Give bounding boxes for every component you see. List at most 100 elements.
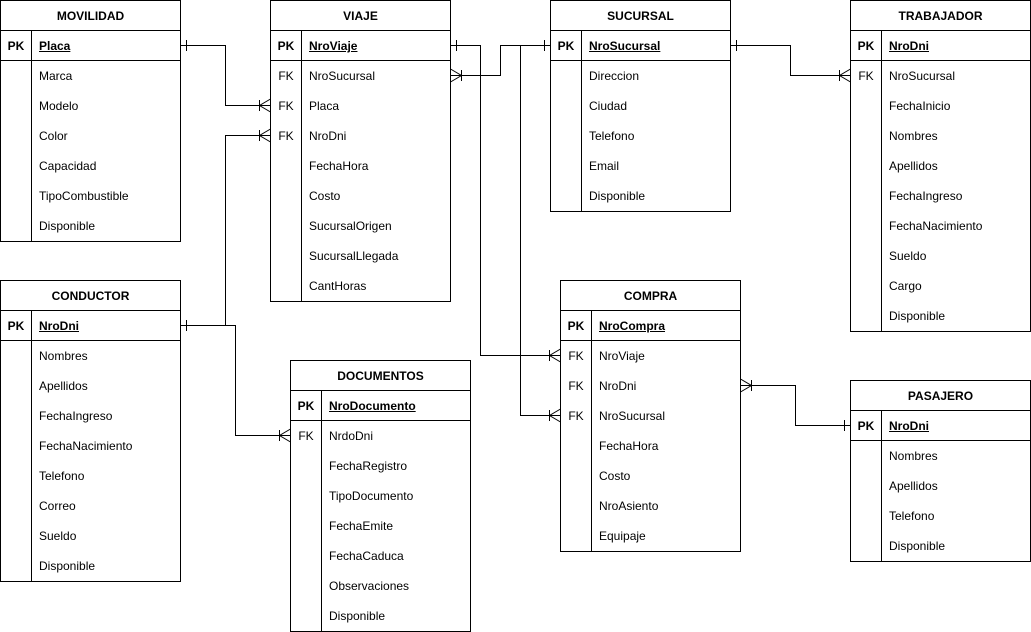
link-conductor-documentos	[225, 325, 291, 443]
attribute-row[interactable]: Correo	[1, 491, 180, 521]
attribute-row[interactable]: NroAsiento	[561, 491, 740, 521]
attribute-row[interactable]: Sueldo	[1, 521, 180, 551]
field-name: Costo	[309, 189, 341, 203]
field-name: Color	[39, 129, 68, 143]
attribute-row[interactable]: SucursalLlegada	[271, 241, 450, 271]
attribute-row[interactable]: Disponible	[1, 211, 180, 241]
attribute-row[interactable]: Sueldo	[851, 241, 1030, 271]
attribute-row[interactable]: Apellidos	[851, 471, 1030, 501]
attribute-row[interactable]: Capacidad	[1, 151, 180, 181]
key-label: PK	[557, 39, 575, 53]
attribute-row[interactable]: Marca	[1, 61, 180, 91]
field-name: NroDocumento	[329, 399, 416, 413]
attribute-row[interactable]: FechaHora	[561, 431, 740, 461]
field-name: Observaciones	[329, 579, 410, 593]
attribute-row[interactable]: Direccion	[551, 61, 730, 91]
attribute-row[interactable]: FechaEmite	[291, 511, 470, 541]
attribute-row[interactable]: Disponible	[291, 601, 470, 631]
field-name: Direccion	[589, 69, 640, 83]
attribute-row[interactable]: Nombres	[1, 341, 180, 371]
attribute-row[interactable]: FechaHora	[271, 151, 450, 181]
attribute-row[interactable]: Costo	[561, 461, 740, 491]
attribute-row[interactable]: CantHoras	[271, 271, 450, 301]
primary-key-row[interactable]: PK NroDocumento	[291, 391, 470, 421]
attribute-row[interactable]: Nombres	[851, 441, 1030, 471]
attribute-row[interactable]: FechaNacimiento	[851, 211, 1030, 241]
attribute-row[interactable]: Ciudad	[551, 91, 730, 121]
field-name: Correo	[39, 499, 76, 513]
field-name: Cargo	[889, 279, 922, 293]
field-name: SucursalLlegada	[309, 249, 399, 263]
field-name: Disponible	[39, 559, 96, 573]
attribute-row[interactable]: Disponible	[1, 551, 180, 581]
attribute-row[interactable]: SucursalOrigen	[271, 211, 450, 241]
attribute-row[interactable]: Disponible	[851, 301, 1030, 331]
field-name: FechaNacimiento	[889, 219, 983, 233]
attribute-row[interactable]: TipoDocumento	[291, 481, 470, 511]
attribute-row[interactable]: Nombres	[851, 121, 1030, 151]
attribute-row[interactable]: Disponible	[851, 531, 1030, 561]
attribute-row[interactable]: Telefono	[1, 461, 180, 491]
field-name: NrdoDni	[329, 429, 374, 443]
entity-title: MOVILIDAD	[1, 1, 180, 31]
key-label: PK	[297, 399, 315, 413]
attribute-row[interactable]: Observaciones	[291, 571, 470, 601]
field-name: NroAsiento	[599, 499, 659, 513]
attribute-row[interactable]: Equipaje	[561, 521, 740, 551]
link-pasajero-compra	[740, 378, 851, 431]
key-column-divider	[31, 311, 32, 581]
field-name: NroCompra	[599, 319, 666, 333]
attribute-row[interactable]: Modelo	[1, 91, 180, 121]
field-name: Equipaje	[599, 529, 646, 543]
attribute-row[interactable]: Cargo	[851, 271, 1030, 301]
attribute-row[interactable]: Telefono	[851, 501, 1030, 531]
attribute-row[interactable]: FechaIngreso	[1, 401, 180, 431]
key-label: PK	[857, 39, 875, 53]
key-label: PK	[857, 419, 875, 433]
attribute-row[interactable]: Apellidos	[1, 371, 180, 401]
attribute-row[interactable]: TipoCombustible	[1, 181, 180, 211]
field-name: NroDni	[309, 129, 347, 143]
attribute-row[interactable]: Disponible	[551, 181, 730, 211]
field-name: Disponible	[889, 309, 946, 323]
entity-title: PASAJERO	[851, 381, 1030, 411]
field-name: Nombres	[889, 449, 938, 463]
field-name: FechaHora	[309, 159, 369, 173]
field-name: TipoCombustible	[39, 189, 129, 203]
attribute-row[interactable]: FechaRegistro	[291, 451, 470, 481]
attribute-row[interactable]: Email	[551, 151, 730, 181]
link-sucursal-viaje	[450, 40, 551, 83]
attribute-row[interactable]: Costo	[271, 181, 450, 211]
attribute-row[interactable]: Apellidos	[851, 151, 1030, 181]
attribute-row[interactable]: Color	[1, 121, 180, 151]
attribute-row[interactable]: FechaInicio	[851, 91, 1030, 121]
attribute-row[interactable]: FechaCaduca	[291, 541, 470, 571]
attribute-row[interactable]: FechaNacimiento	[1, 431, 180, 461]
attribute-row[interactable]: Telefono	[551, 121, 730, 151]
field-name: Nombres	[39, 349, 88, 363]
attribute-row[interactable]: FechaIngreso	[851, 181, 1030, 211]
